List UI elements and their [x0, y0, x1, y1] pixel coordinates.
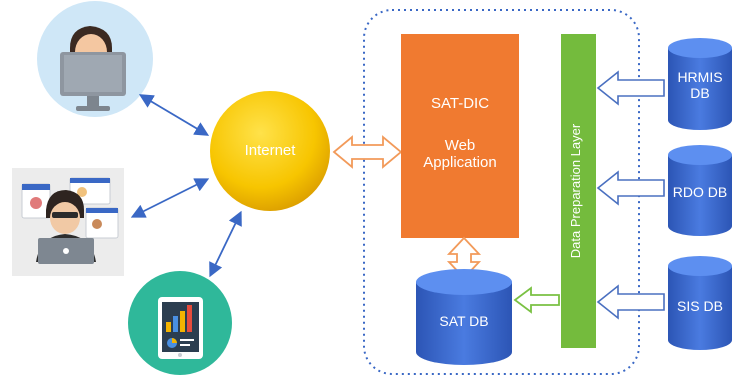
laptop-user-icon [12, 168, 124, 276]
link-laptop-internet [130, 178, 210, 218]
desktop-user-icon [37, 1, 153, 117]
internet-webapp-arrow [332, 135, 403, 169]
link-desktop-internet [138, 94, 210, 136]
internet-label: Internet [244, 142, 296, 159]
link-tablet-internet [209, 210, 242, 278]
web-application-box [401, 34, 519, 238]
tablet-chart-icon [128, 271, 232, 375]
hrmis-arrow [596, 70, 665, 106]
sat-db-cylinder [416, 269, 512, 365]
hrmis-db-label: HRMIS DB [677, 69, 723, 102]
web-app-name: SAT-DIC [430, 95, 490, 112]
system-boundary [363, 9, 640, 375]
rdo-db-label: RDO DB [672, 184, 728, 200]
internet-node [210, 91, 330, 211]
hrmis-db-cylinder [668, 38, 732, 130]
sis-db-cylinder [668, 256, 732, 350]
web-app-subtitle: Web Application [423, 137, 497, 172]
prep-to-satdb-arrow [513, 286, 560, 314]
sat-db-label: SAT DB [439, 313, 489, 329]
data-prep-layer-bar [561, 34, 596, 348]
sis-arrow [596, 284, 665, 320]
rdo-db-cylinder [668, 145, 732, 236]
data-prep-layer-label: Data Preparation Layer [568, 123, 583, 259]
rdo-arrow [596, 170, 665, 206]
sis-db-label: SIS DB [677, 298, 723, 314]
